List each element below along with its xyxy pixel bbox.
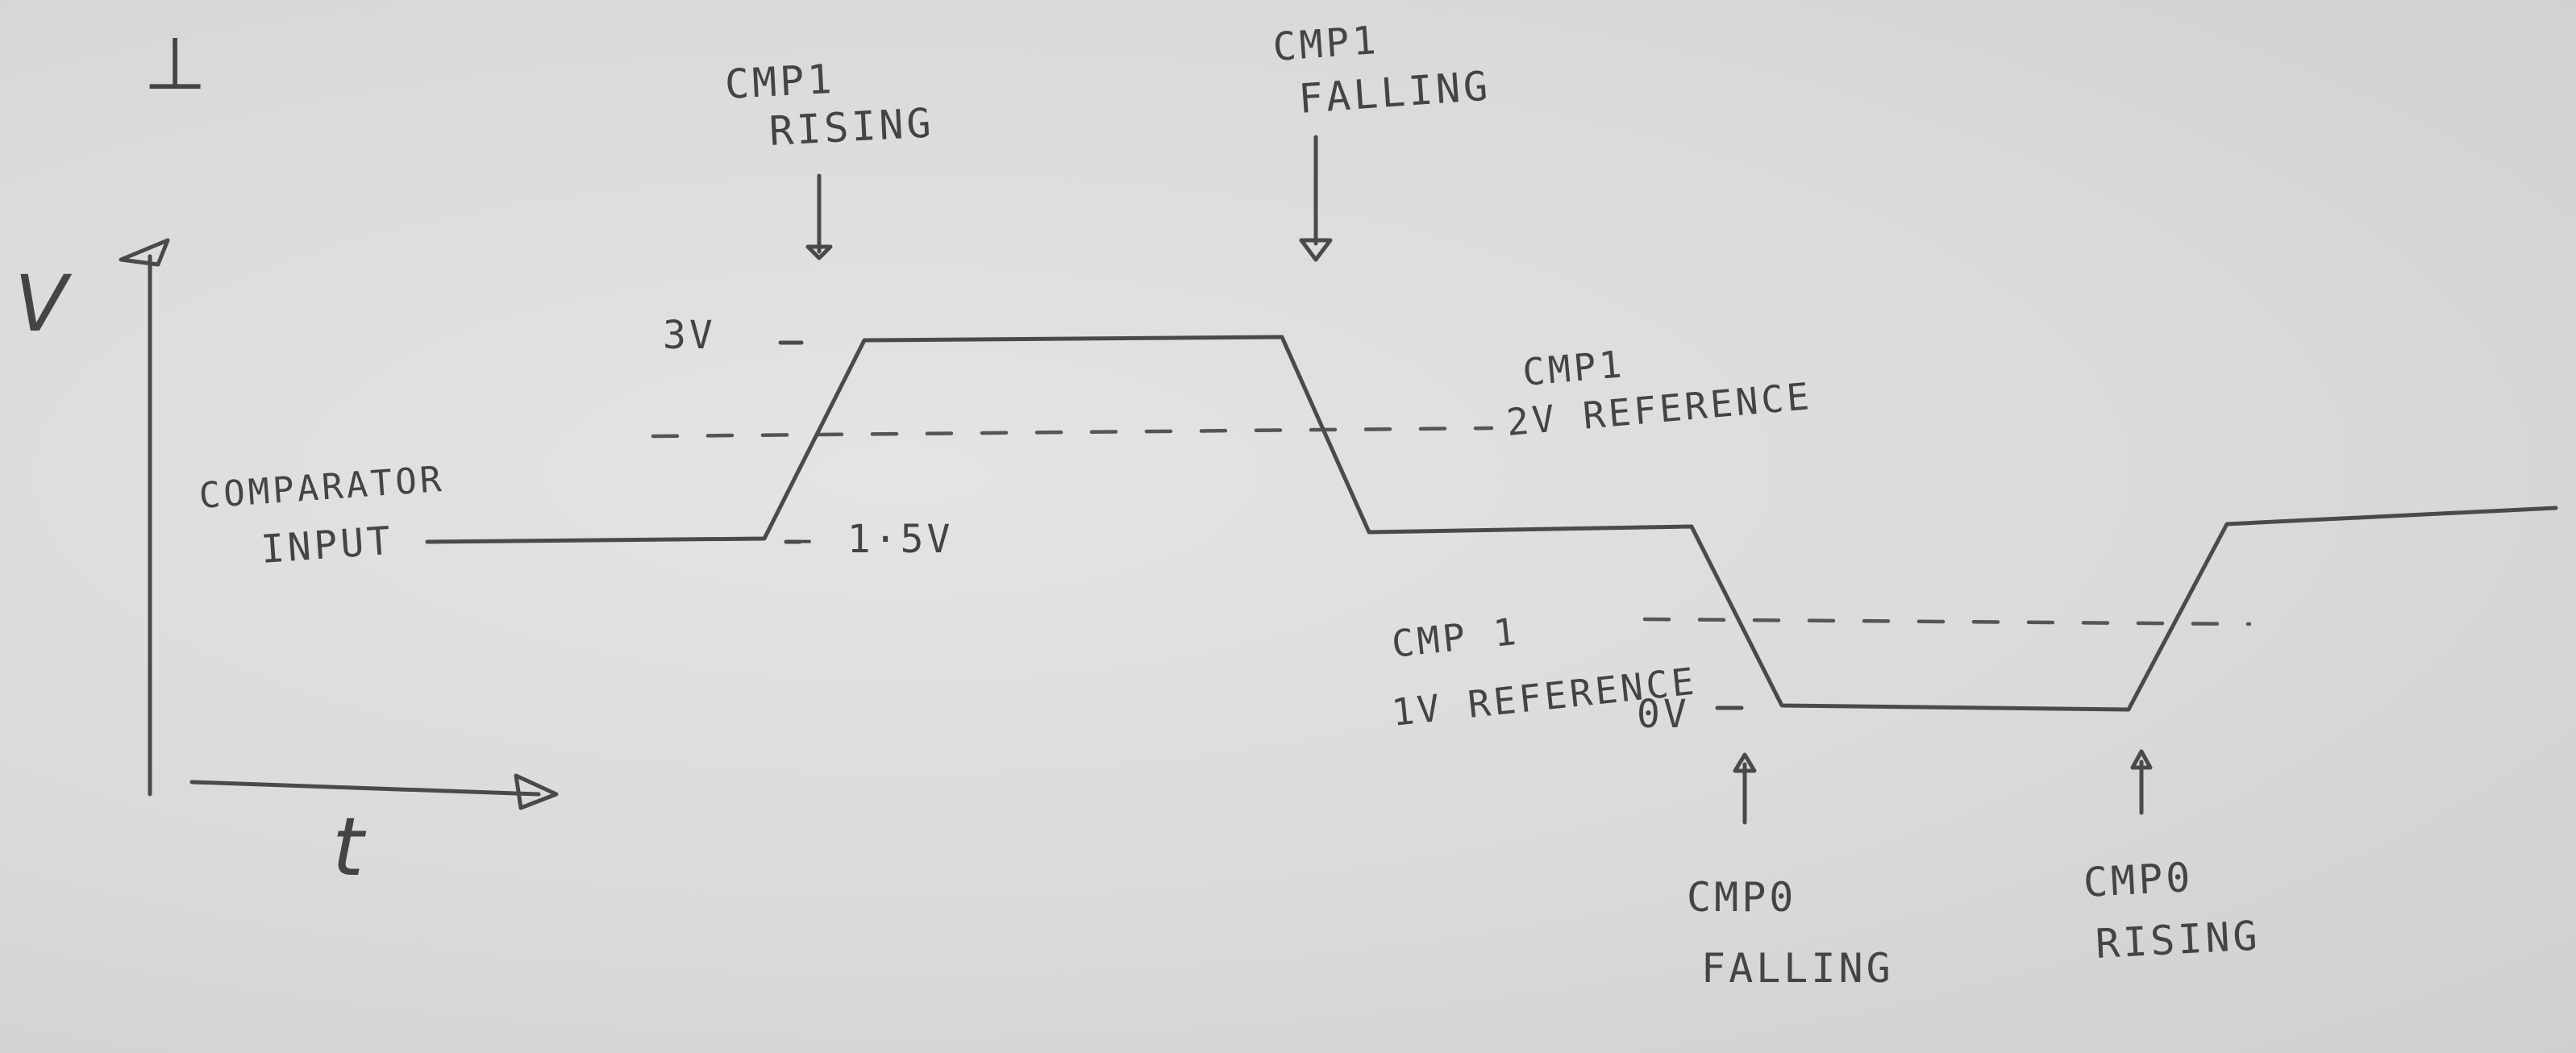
cmp1-rising-annotation: CMP1 RISING: [724, 56, 935, 260]
x-axis-label: t: [332, 800, 367, 894]
cmp1-falling-label-line1: CMP1: [1271, 18, 1380, 70]
cmp1-falling-arrowhead: [1299, 238, 1333, 262]
cmp0-falling-arrowhead: [1733, 752, 1757, 773]
x-axis: t: [189, 773, 559, 894]
cmp0-falling-annotation: CMP0 FALLING: [1687, 752, 1894, 992]
cmp1-2v-ref-label-line1: CMP1: [1521, 342, 1626, 394]
cmp0-rising-annotation: CMP0 RISING: [2083, 749, 2262, 968]
y-axis-label: V: [15, 259, 73, 349]
cmp0-rising-arrowhead: [2130, 749, 2153, 770]
cmp1-2v-reference-line: [651, 426, 1494, 439]
cmp1-falling-annotation: CMP1 FALLING: [1271, 18, 1492, 262]
x-axis-line: [189, 780, 541, 797]
corner-mark: ⊥: [144, 22, 206, 106]
comparator-input-waveform: [425, 335, 2558, 712]
cmp0-falling-label-line2: FALLING: [1701, 945, 1894, 992]
level-3v-label: 3V: [663, 313, 716, 358]
comparator-input-label-line2: INPUT: [260, 518, 395, 572]
comparator-input-label-line1: COMPARATOR: [198, 459, 446, 517]
cmp1-1v-reference-line: [1642, 617, 2252, 626]
cmp0-rising-label-line1: CMP0: [2083, 854, 2195, 906]
y-axis-arrowhead: [119, 238, 170, 267]
cmp1-rising-label-line2: RISING: [768, 99, 935, 155]
cmp1-falling-label-line2: FALLING: [1297, 62, 1492, 123]
cmp0-falling-label-line1: CMP0: [1687, 874, 1796, 921]
cmp1-rising-label-line1: CMP1: [724, 56, 836, 108]
level-1-5v-label: - 1·5V: [794, 517, 953, 562]
x-axis-arrowhead: [514, 773, 559, 810]
level-0v-label: 0V: [1637, 692, 1690, 737]
cmp1-rising-arrowhead: [805, 244, 833, 260]
cmp1-1v-ref-label-line1: CMP 1: [1390, 610, 1521, 666]
cmp0-rising-label-line2: RISING: [2095, 912, 2262, 968]
y-axis: V: [15, 238, 170, 797]
